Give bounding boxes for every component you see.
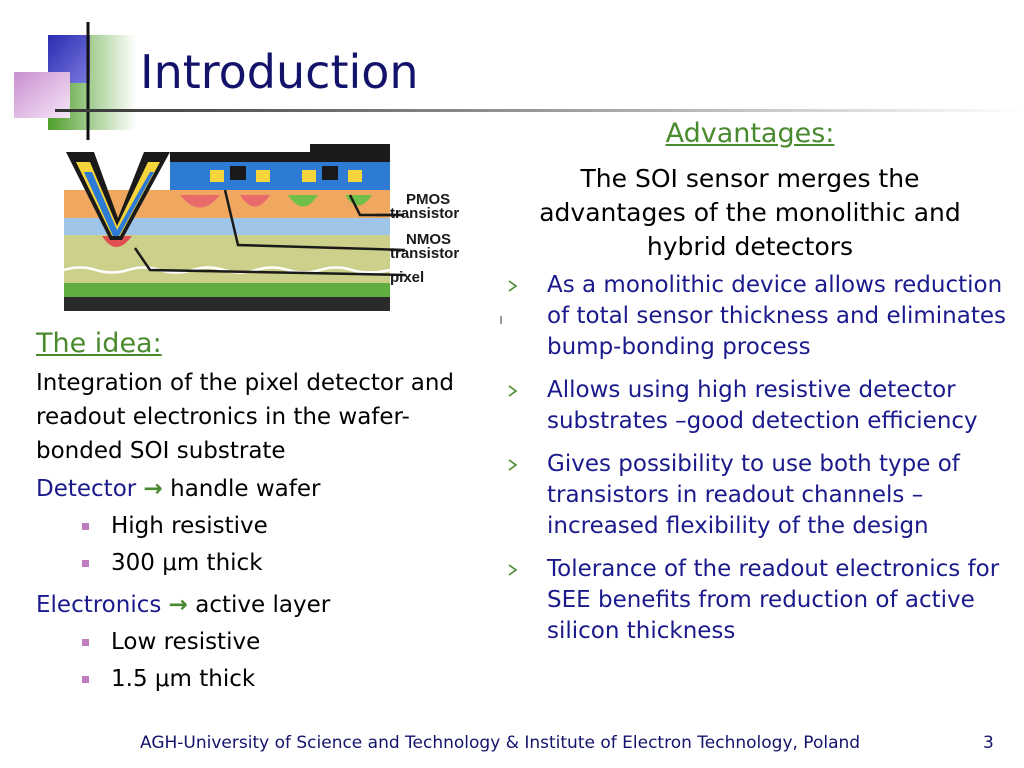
electronics-line: Electronics → active layer <box>36 588 486 622</box>
square-bullet-icon <box>82 523 89 530</box>
list-item-text: Allows using high resistive detector sub… <box>547 377 978 434</box>
list-item: Allows using high resistive detector sub… <box>500 375 1010 437</box>
figure-label-pmos: PMOS <box>406 191 450 208</box>
list-item-text: Low resistive <box>111 629 261 655</box>
chevron-right-icon <box>508 564 518 576</box>
detector-label: Detector <box>36 476 137 502</box>
list-item-text: Gives possibility to use both type of tr… <box>547 451 960 539</box>
square-bullet-icon <box>82 560 89 567</box>
electronics-list: Low resistive 1.5 μm thick <box>36 624 486 698</box>
electronics-label: Electronics <box>36 592 162 618</box>
idea-heading: The idea: <box>36 328 162 359</box>
list-item-text: High resistive <box>111 513 268 539</box>
list-item-text: As a monolithic device allows reduction … <box>547 272 1007 360</box>
title-underline <box>55 109 1024 112</box>
divider-mark <box>500 316 502 324</box>
list-item: Low resistive <box>76 624 486 661</box>
list-item-text: Tolerance of the readout electronics for… <box>547 556 1000 644</box>
chevron-right-icon <box>508 459 518 471</box>
list-item: 300 μm thick <box>76 545 486 582</box>
chevron-right-icon <box>508 280 518 292</box>
figure-label-pixel: pixel <box>390 269 424 286</box>
advantages-list: As a monolithic device allows reduction … <box>500 270 1010 659</box>
detector-line: Detector → handle wafer <box>36 472 486 506</box>
square-bullet-icon <box>82 676 89 683</box>
arrow-right-icon: → <box>168 592 188 618</box>
figure-label-pmos-transistor: transistor <box>390 205 459 222</box>
page-number: 3 <box>983 733 994 753</box>
advantages-intro: The SOI sensor merges the advantages of … <box>539 164 961 261</box>
chevron-right-icon <box>508 385 518 397</box>
list-item: Gives possibility to use both type of tr… <box>500 449 1010 542</box>
electronics-value: active layer <box>195 592 331 618</box>
detector-list: High resistive 300 μm thick <box>36 508 486 582</box>
arrow-right-icon: → <box>143 476 163 502</box>
figure-label-nmos-transistor: transistor <box>390 245 459 262</box>
idea-section: The idea: Integration of the pixel detec… <box>36 326 486 704</box>
corner-decoration <box>14 22 136 140</box>
list-item: 1.5 μm thick <box>76 661 486 698</box>
list-item: As a monolithic device allows reduction … <box>500 270 1010 363</box>
soi-cross-section-diagram: PMOS transistor NMOS transistor pixel <box>63 144 459 311</box>
list-item-text: 300 μm thick <box>111 550 263 576</box>
slide-footer: AGH-University of Science and Technology… <box>140 733 861 753</box>
list-item: Tolerance of the readout electronics for… <box>500 554 1010 647</box>
figure-label-nmos: NMOS <box>406 231 451 248</box>
detector-value: handle wafer <box>170 476 321 502</box>
list-item: High resistive <box>76 508 486 545</box>
idea-text: Integration of the pixel detector and re… <box>36 370 455 464</box>
square-bullet-icon <box>82 639 89 646</box>
advantages-heading: Advantages: <box>665 118 835 149</box>
slide-title: Introduction <box>140 45 419 99</box>
list-item-text: 1.5 μm thick <box>111 666 256 692</box>
